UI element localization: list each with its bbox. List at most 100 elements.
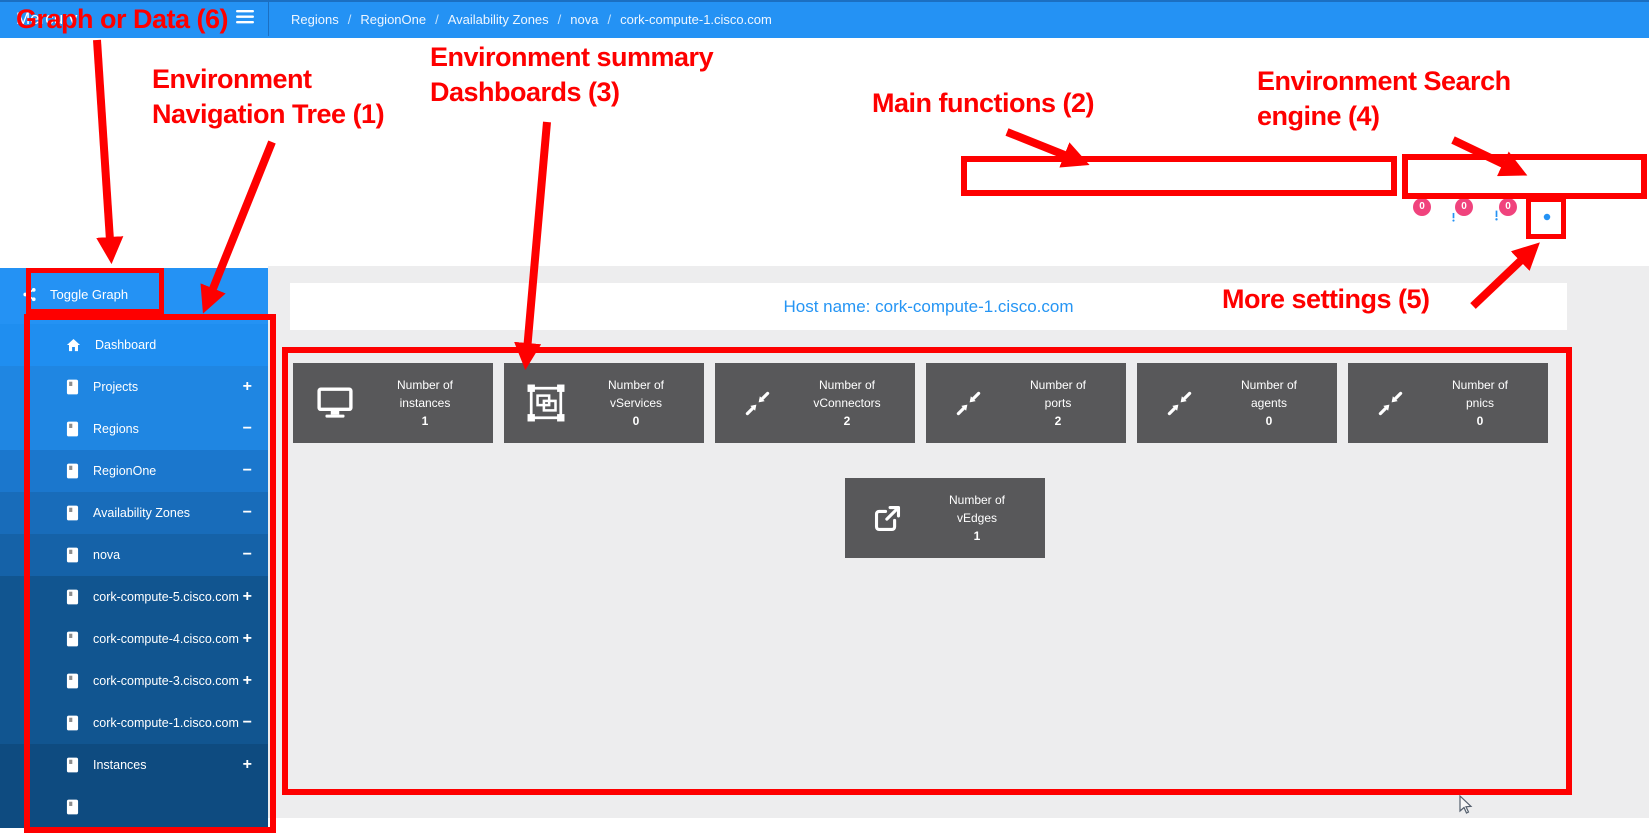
expand-icon[interactable]: + (242, 756, 252, 773)
breadcrumb-item[interactable]: RegionOne (360, 11, 427, 27)
search-input[interactable] (1436, 168, 1620, 186)
external-link-icon (872, 503, 903, 534)
tree-item-nova[interactable]: nova − (0, 534, 268, 576)
notification-badge: 0 (1499, 197, 1517, 216)
collapse-icon[interactable]: − (242, 462, 252, 479)
expand-icon[interactable]: + (242, 588, 252, 605)
annotation-label-search-engine-line2: engine (4) (1257, 101, 1380, 131)
menu-item-label: admin (1332, 169, 1368, 185)
tile-line1: Number of (1240, 378, 1298, 392)
host-name-title: Host name: cork-compute-1.cisco.com (783, 296, 1074, 316)
tree-item-label: nova (93, 548, 121, 562)
menu-item-my-environments[interactable]: My Environments (977, 170, 1093, 185)
tile-icon-wrap (727, 390, 787, 417)
collapse-icon[interactable]: − (242, 420, 252, 437)
breadcrumb-item[interactable]: Availability Zones (447, 11, 549, 27)
tile-icon-wrap (857, 503, 917, 534)
tile-line1: Number of (1029, 378, 1087, 392)
annotation-label-main-functions: Main functions (2) (872, 88, 1095, 118)
tree-item-cork-compute-1-cisco-com[interactable]: cork-compute-1.cisco.com− (0, 702, 268, 744)
compress-arrows-icon (1166, 390, 1193, 417)
tile-value: 2 (843, 414, 851, 428)
notification-badge: 0 (1455, 197, 1473, 216)
menu-item-dashboard[interactable]: Dashboard (1123, 170, 1208, 185)
tree-item-instances[interactable]: Instances + (0, 744, 268, 786)
book-icon (66, 421, 79, 437)
tree-item-label: Availability Zones (93, 506, 191, 520)
breadcrumb-separator: / (435, 11, 439, 27)
tile-line2: ports (1044, 396, 1072, 410)
expand-icon[interactable]: + (242, 378, 252, 395)
share-graph-icon (22, 287, 37, 302)
notification-bell[interactable]: 0 (1402, 197, 1431, 224)
environment-header: Mercury (0, 0, 268, 36)
tree-item-regionone[interactable]: RegionOne− (0, 450, 268, 492)
book-icon (66, 379, 79, 395)
tile-icon-wrap (516, 384, 576, 422)
breadcrumb-separator: / (607, 11, 612, 27)
gear-icon[interactable] (1534, 204, 1560, 230)
tree-item-cork-compute-3-cisco-com[interactable]: cork-compute-3.cisco.com+ (0, 660, 268, 702)
compress-arrows-icon (1377, 390, 1404, 417)
book-icon (66, 589, 79, 605)
tree-item-cork-compute-5-cisco-com[interactable]: cork-compute-5.cisco.com+ (0, 576, 268, 618)
notification-row: 0 0 0 (1402, 197, 1520, 232)
expand-icon[interactable]: + (242, 630, 252, 647)
tree-item-regions[interactable]: Regions − (0, 408, 268, 450)
tree-item-label: cork-compute-1.cisco.com (93, 716, 239, 730)
tree-item-label: Regions (93, 422, 139, 436)
breadcrumb-item: cork-compute-1.cisco.com (620, 11, 772, 27)
menu-item-admin[interactable]: admin (1332, 169, 1383, 185)
environment-search (1409, 162, 1639, 194)
toggle-graph-button[interactable]: Toggle Graph (12, 277, 152, 311)
hamburger-menu-icon[interactable] (236, 9, 254, 29)
main-menu: My Environments Dashboard Get started admin (963, 158, 1397, 196)
breadcrumb-separator: / (347, 11, 352, 27)
collapse-icon[interactable]: − (242, 504, 252, 521)
compress-arrows-icon (744, 390, 771, 417)
tree-item-label: Dashboard (95, 338, 157, 352)
notification-warning-triangle[interactable]: 0 (1444, 197, 1473, 224)
tree-item-cork-compute-4-cisco-com[interactable]: cork-compute-4.cisco.com+ (0, 618, 268, 660)
tree-item-dashboard[interactable]: Dashboard (0, 324, 268, 366)
breadcrumb: Regions / RegionOne / Availability Zones / nov… (268, 0, 1649, 36)
tree-item-label: Projects (93, 380, 139, 394)
tree-item-label: cork-compute-4.cisco.com (93, 632, 239, 646)
breadcrumb-item[interactable]: Regions (291, 11, 339, 27)
tile-line1: Number of (607, 378, 665, 392)
tile-icon-wrap (938, 390, 998, 417)
tree-item-label: Instances (93, 758, 147, 772)
collapse-icon[interactable]: − (242, 714, 252, 731)
tile-line2: pnics (1465, 396, 1494, 410)
tree-item-label: cork-compute-3.cisco.com (93, 674, 239, 688)
caret-down-icon (1084, 175, 1093, 181)
tile-line2: vConnectors (813, 396, 881, 410)
annotation-label-search-engine-line1: Environment Search (1257, 66, 1511, 96)
notification-error-circle[interactable]: 0 (1488, 197, 1517, 224)
expand-icon[interactable]: + (242, 672, 252, 689)
book-icon (66, 505, 79, 521)
collapse-icon[interactable]: − (242, 546, 252, 563)
breadcrumb-item[interactable]: nova (570, 11, 599, 27)
annotation-label-nav-tree-line1: Environment (152, 64, 312, 94)
tree-item-availability-zones[interactable]: Availability Zones − (0, 492, 268, 534)
tree-item-projects[interactable]: Projects + (0, 366, 268, 408)
annotation-label-nav-tree: Environment Navigation Tree (1) (152, 62, 385, 132)
gear-icon (1534, 204, 1560, 230)
tree-item-partial[interactable] (0, 786, 268, 828)
menu-item-get-started[interactable]: Get started (1238, 170, 1302, 185)
notification-badge: 0 (1413, 197, 1431, 216)
